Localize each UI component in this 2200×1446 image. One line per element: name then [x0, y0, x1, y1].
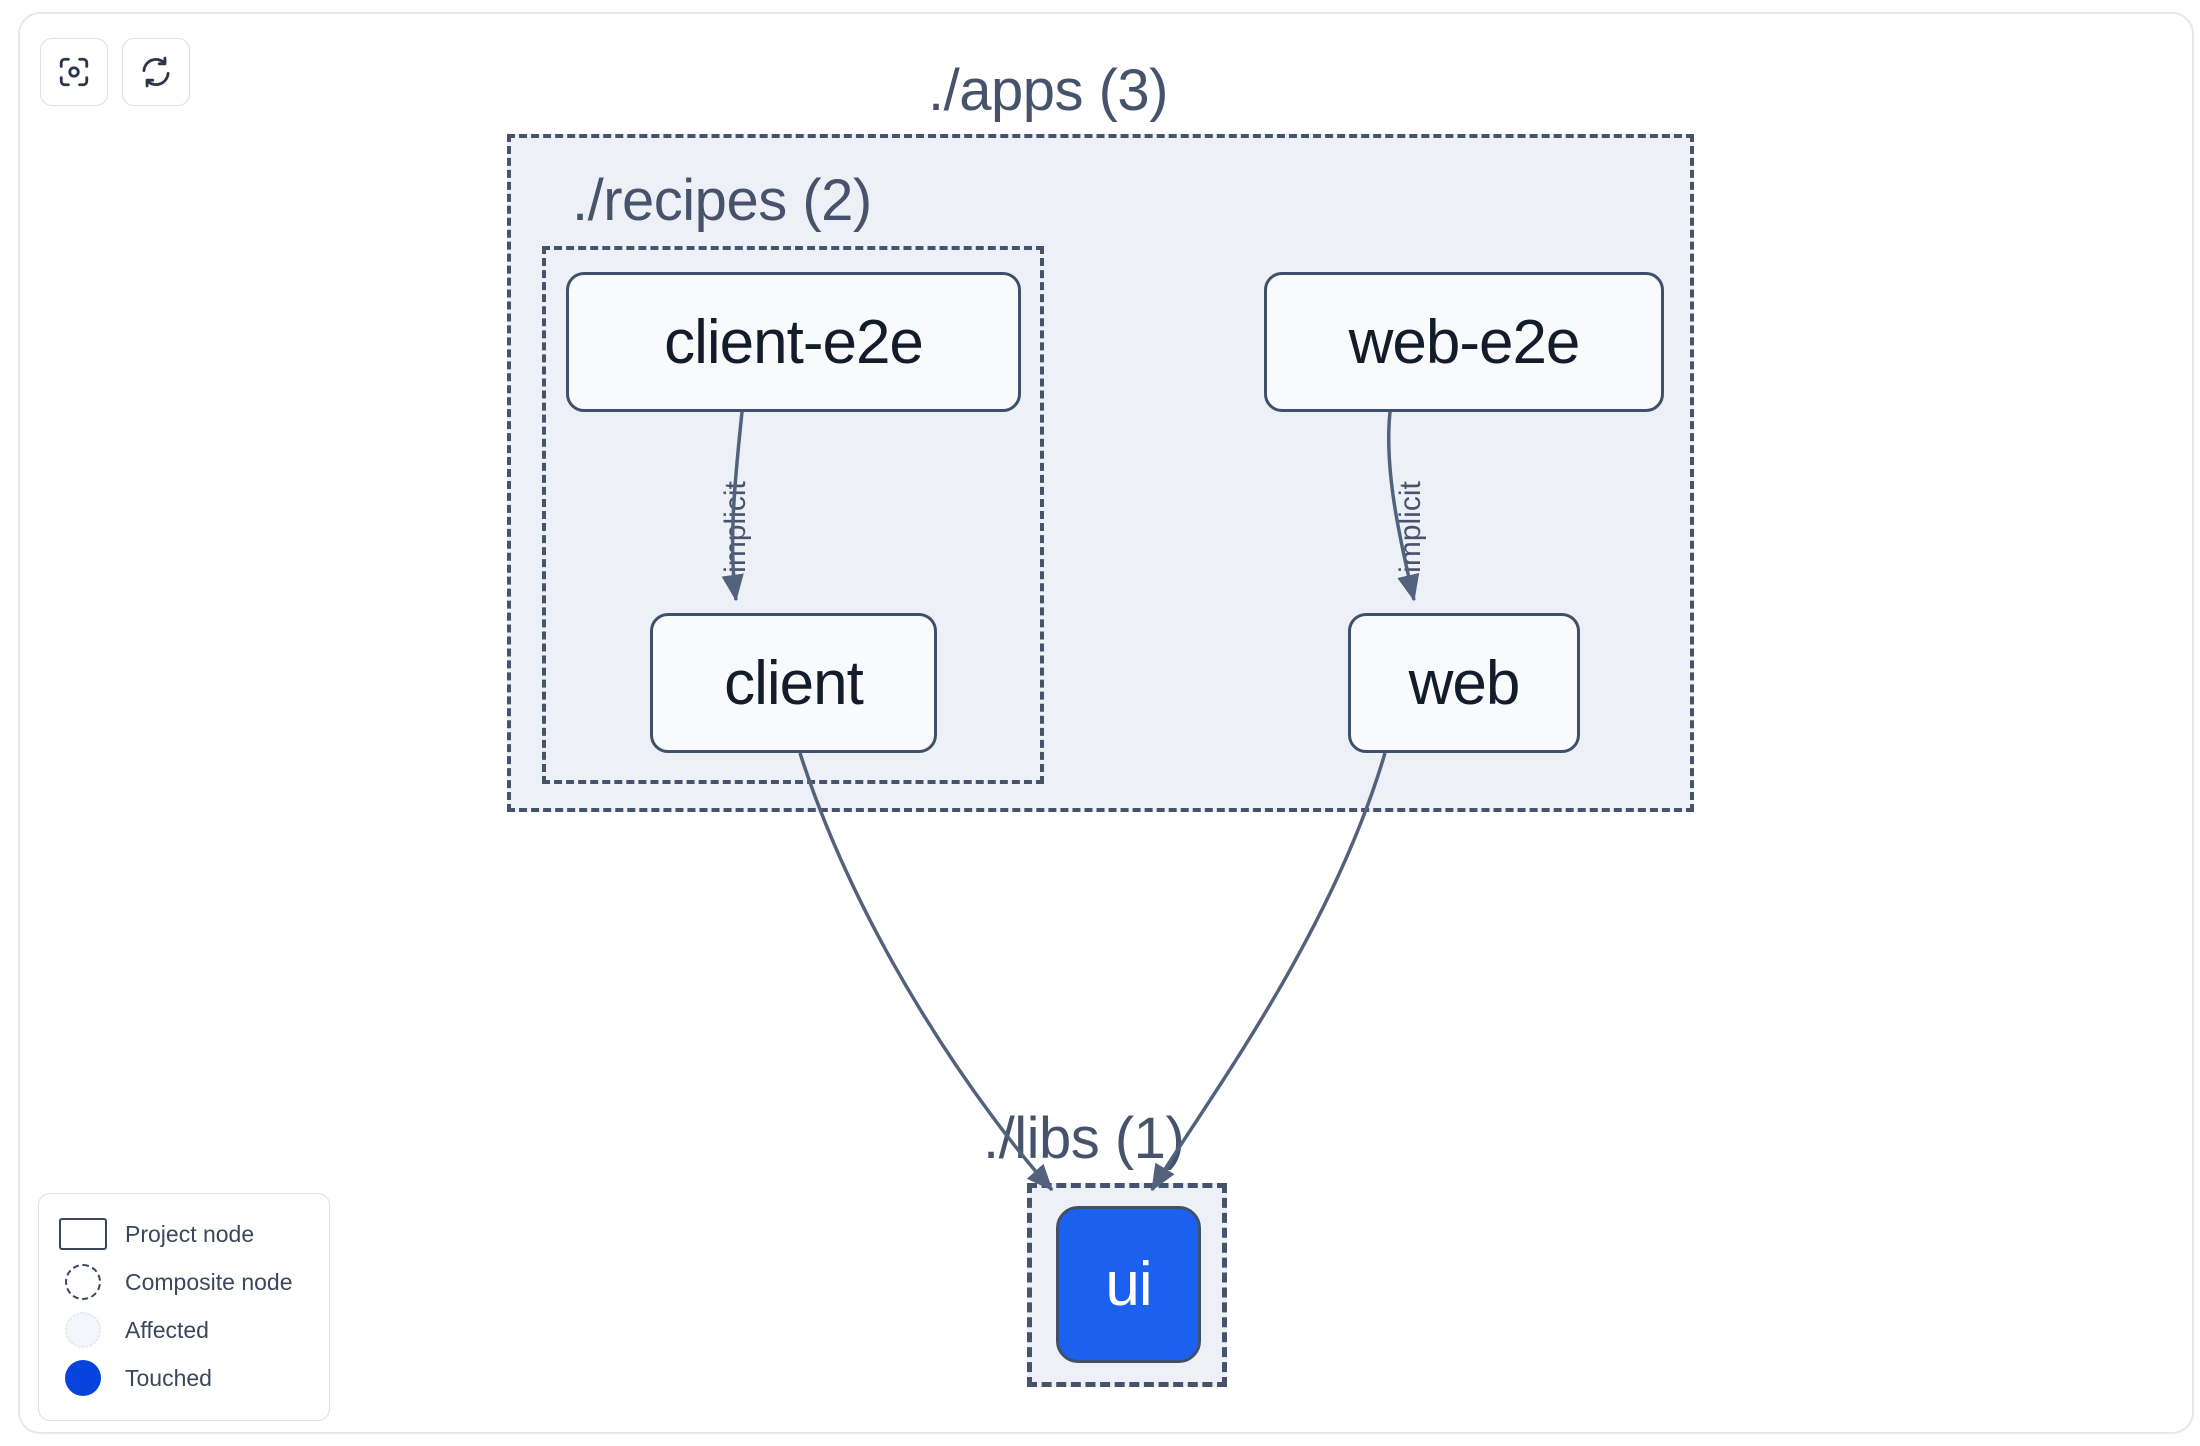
legend-item-composite-node: Composite node: [57, 1258, 311, 1306]
legend-item-affected: Affected: [57, 1306, 311, 1354]
node-web[interactable]: web: [1348, 613, 1580, 753]
node-label-client: client: [724, 648, 864, 718]
touched-swatch: [57, 1360, 109, 1396]
composite-label-libs: ./libs (1): [983, 1106, 1185, 1171]
node-label-web: web: [1408, 648, 1521, 718]
composite-node-swatch: [57, 1264, 109, 1300]
node-label-client-e2e: client-e2e: [664, 307, 924, 377]
affected-swatch: [57, 1312, 109, 1348]
graph-legend: Project node Composite node Affected Tou…: [38, 1193, 330, 1421]
refresh-graph-button[interactable]: [122, 38, 190, 106]
composite-label-recipes: ./recipes (2): [572, 168, 872, 233]
focus-graph-button[interactable]: [40, 38, 108, 106]
legend-item-project-node: Project node: [57, 1210, 311, 1258]
legend-label-project-node: Project node: [125, 1220, 255, 1247]
legend-label-affected: Affected: [125, 1316, 209, 1343]
node-client[interactable]: client: [650, 613, 937, 753]
node-label-web-e2e: web-e2e: [1348, 307, 1581, 377]
node-label-ui: ui: [1105, 1250, 1152, 1319]
node-client-e2e[interactable]: client-e2e: [566, 272, 1021, 412]
node-ui[interactable]: ui: [1056, 1206, 1201, 1363]
node-web-e2e[interactable]: web-e2e: [1264, 272, 1664, 412]
legend-item-touched: Touched: [57, 1354, 311, 1402]
composite-label-apps: ./apps (3): [928, 58, 1169, 123]
graph-toolbar: [40, 38, 190, 106]
focus-target-icon: [57, 55, 91, 89]
refresh-icon: [139, 55, 173, 89]
legend-label-composite-node: Composite node: [125, 1268, 293, 1295]
legend-label-touched: Touched: [125, 1364, 212, 1391]
project-node-swatch: [57, 1218, 109, 1250]
